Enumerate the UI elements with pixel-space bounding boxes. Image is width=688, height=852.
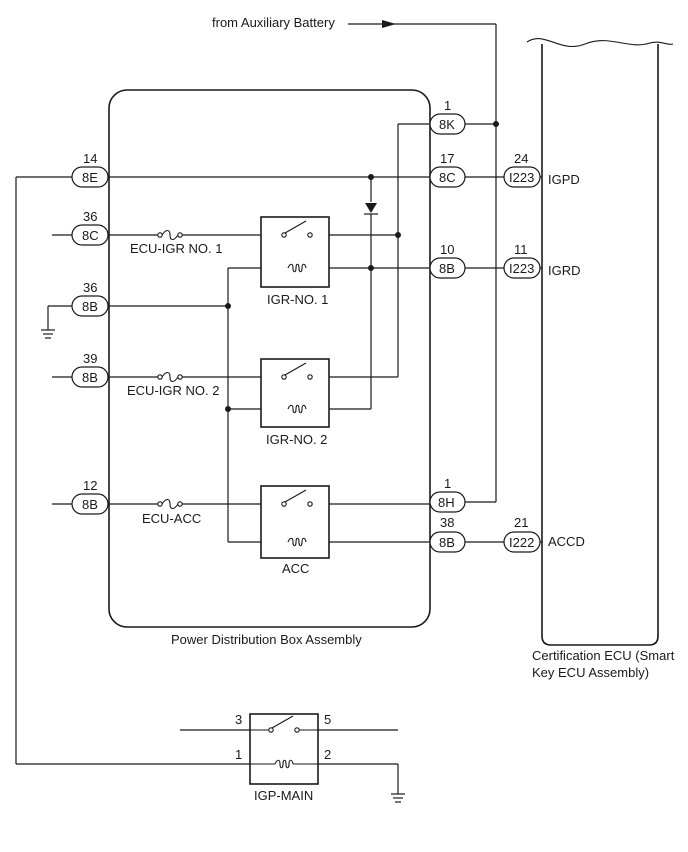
ecu-conn-i223-igpd: I223 xyxy=(509,170,534,185)
right-conn-8b-38: 8B xyxy=(439,535,455,550)
certification-ecu-box xyxy=(541,44,659,646)
right-pin-1a: 1 xyxy=(444,98,451,113)
relay-coil-icon xyxy=(287,404,307,414)
junction-dot xyxy=(493,121,499,127)
ecu-signal-igpd: IGPD xyxy=(548,172,580,187)
ecu-label-line2: Key ECU Assembly) xyxy=(532,665,649,680)
supply-arrow-icon xyxy=(382,20,396,28)
ecu-conn-i223-igrd: I223 xyxy=(509,261,534,276)
left-conn-8c: 8C xyxy=(82,228,99,243)
ecu-label-line1: Certification ECU (Smart xyxy=(532,648,675,663)
relay-label-igp-main: IGP-MAIN xyxy=(254,788,313,803)
relay-igr-no1 xyxy=(260,216,330,288)
igp-main-pin-1: 1 xyxy=(235,747,242,762)
ecu-conn-i222-accd: I222 xyxy=(509,535,534,550)
relay-coil-icon xyxy=(287,537,307,547)
left-conn-8b-ground: 8B xyxy=(82,299,98,314)
right-pin-1b: 1 xyxy=(444,476,451,491)
junction-dot xyxy=(368,174,374,180)
left-pin-36a: 36 xyxy=(83,209,97,224)
fuse-label-ecu-acc: ECU-ACC xyxy=(142,511,201,526)
left-pin-14: 14 xyxy=(83,151,97,166)
junction-dot xyxy=(225,303,231,309)
ecu-pin-21: 21 xyxy=(514,515,528,530)
supply-label: from Auxiliary Battery xyxy=(212,15,335,30)
ecu-signal-accd: ACCD xyxy=(548,534,585,549)
ecu-signal-igrd: IGRD xyxy=(548,263,581,278)
ground-icon xyxy=(41,329,55,339)
right-pin-17: 17 xyxy=(440,151,454,166)
right-conn-8c: 8C xyxy=(439,170,456,185)
relay-label-acc: ACC xyxy=(282,561,309,576)
right-conn-8k: 8K xyxy=(439,117,455,132)
left-pin-36b: 36 xyxy=(83,280,97,295)
fuse-label-ecu-igr-no2: ECU-IGR NO. 2 xyxy=(127,383,219,398)
left-pin-12: 12 xyxy=(83,478,97,493)
right-conn-8b-10: 8B xyxy=(439,261,455,276)
fuse-label-ecu-igr-no1: ECU-IGR NO. 1 xyxy=(130,241,222,256)
igp-main-pin-5: 5 xyxy=(324,712,331,727)
ground-icon xyxy=(391,793,405,803)
fuse-icon xyxy=(157,498,183,510)
relay-igr-no2 xyxy=(260,358,330,428)
igp-main-pin-2: 2 xyxy=(324,747,331,762)
relay-label-igr-no2: IGR-NO. 2 xyxy=(266,432,327,447)
junction-dot xyxy=(225,406,231,412)
pdb-label: Power Distribution Box Assembly xyxy=(171,632,362,647)
ecu-pin-24: 24 xyxy=(514,151,528,166)
left-conn-8e: 8E xyxy=(82,170,98,185)
junction-dot xyxy=(395,232,401,238)
relay-coil-icon xyxy=(274,759,294,769)
fuse-icon xyxy=(157,229,183,241)
right-conn-8h: 8H xyxy=(438,495,455,510)
junction-dot xyxy=(368,265,374,271)
ecu-break-line xyxy=(526,38,674,47)
right-pin-38: 38 xyxy=(440,515,454,530)
fuse-icon xyxy=(157,371,183,383)
relay-igp-main xyxy=(249,713,319,785)
relay-coil-icon xyxy=(287,263,307,273)
igp-main-pin-3: 3 xyxy=(235,712,242,727)
relay-label-igr-no1: IGR-NO. 1 xyxy=(267,292,328,307)
left-conn-8b-12: 8B xyxy=(82,497,98,512)
ecu-pin-11: 11 xyxy=(514,242,528,257)
left-conn-8b-39: 8B xyxy=(82,370,98,385)
right-pin-10: 10 xyxy=(440,242,454,257)
left-pin-39: 39 xyxy=(83,351,97,366)
diode-icon xyxy=(365,203,377,213)
